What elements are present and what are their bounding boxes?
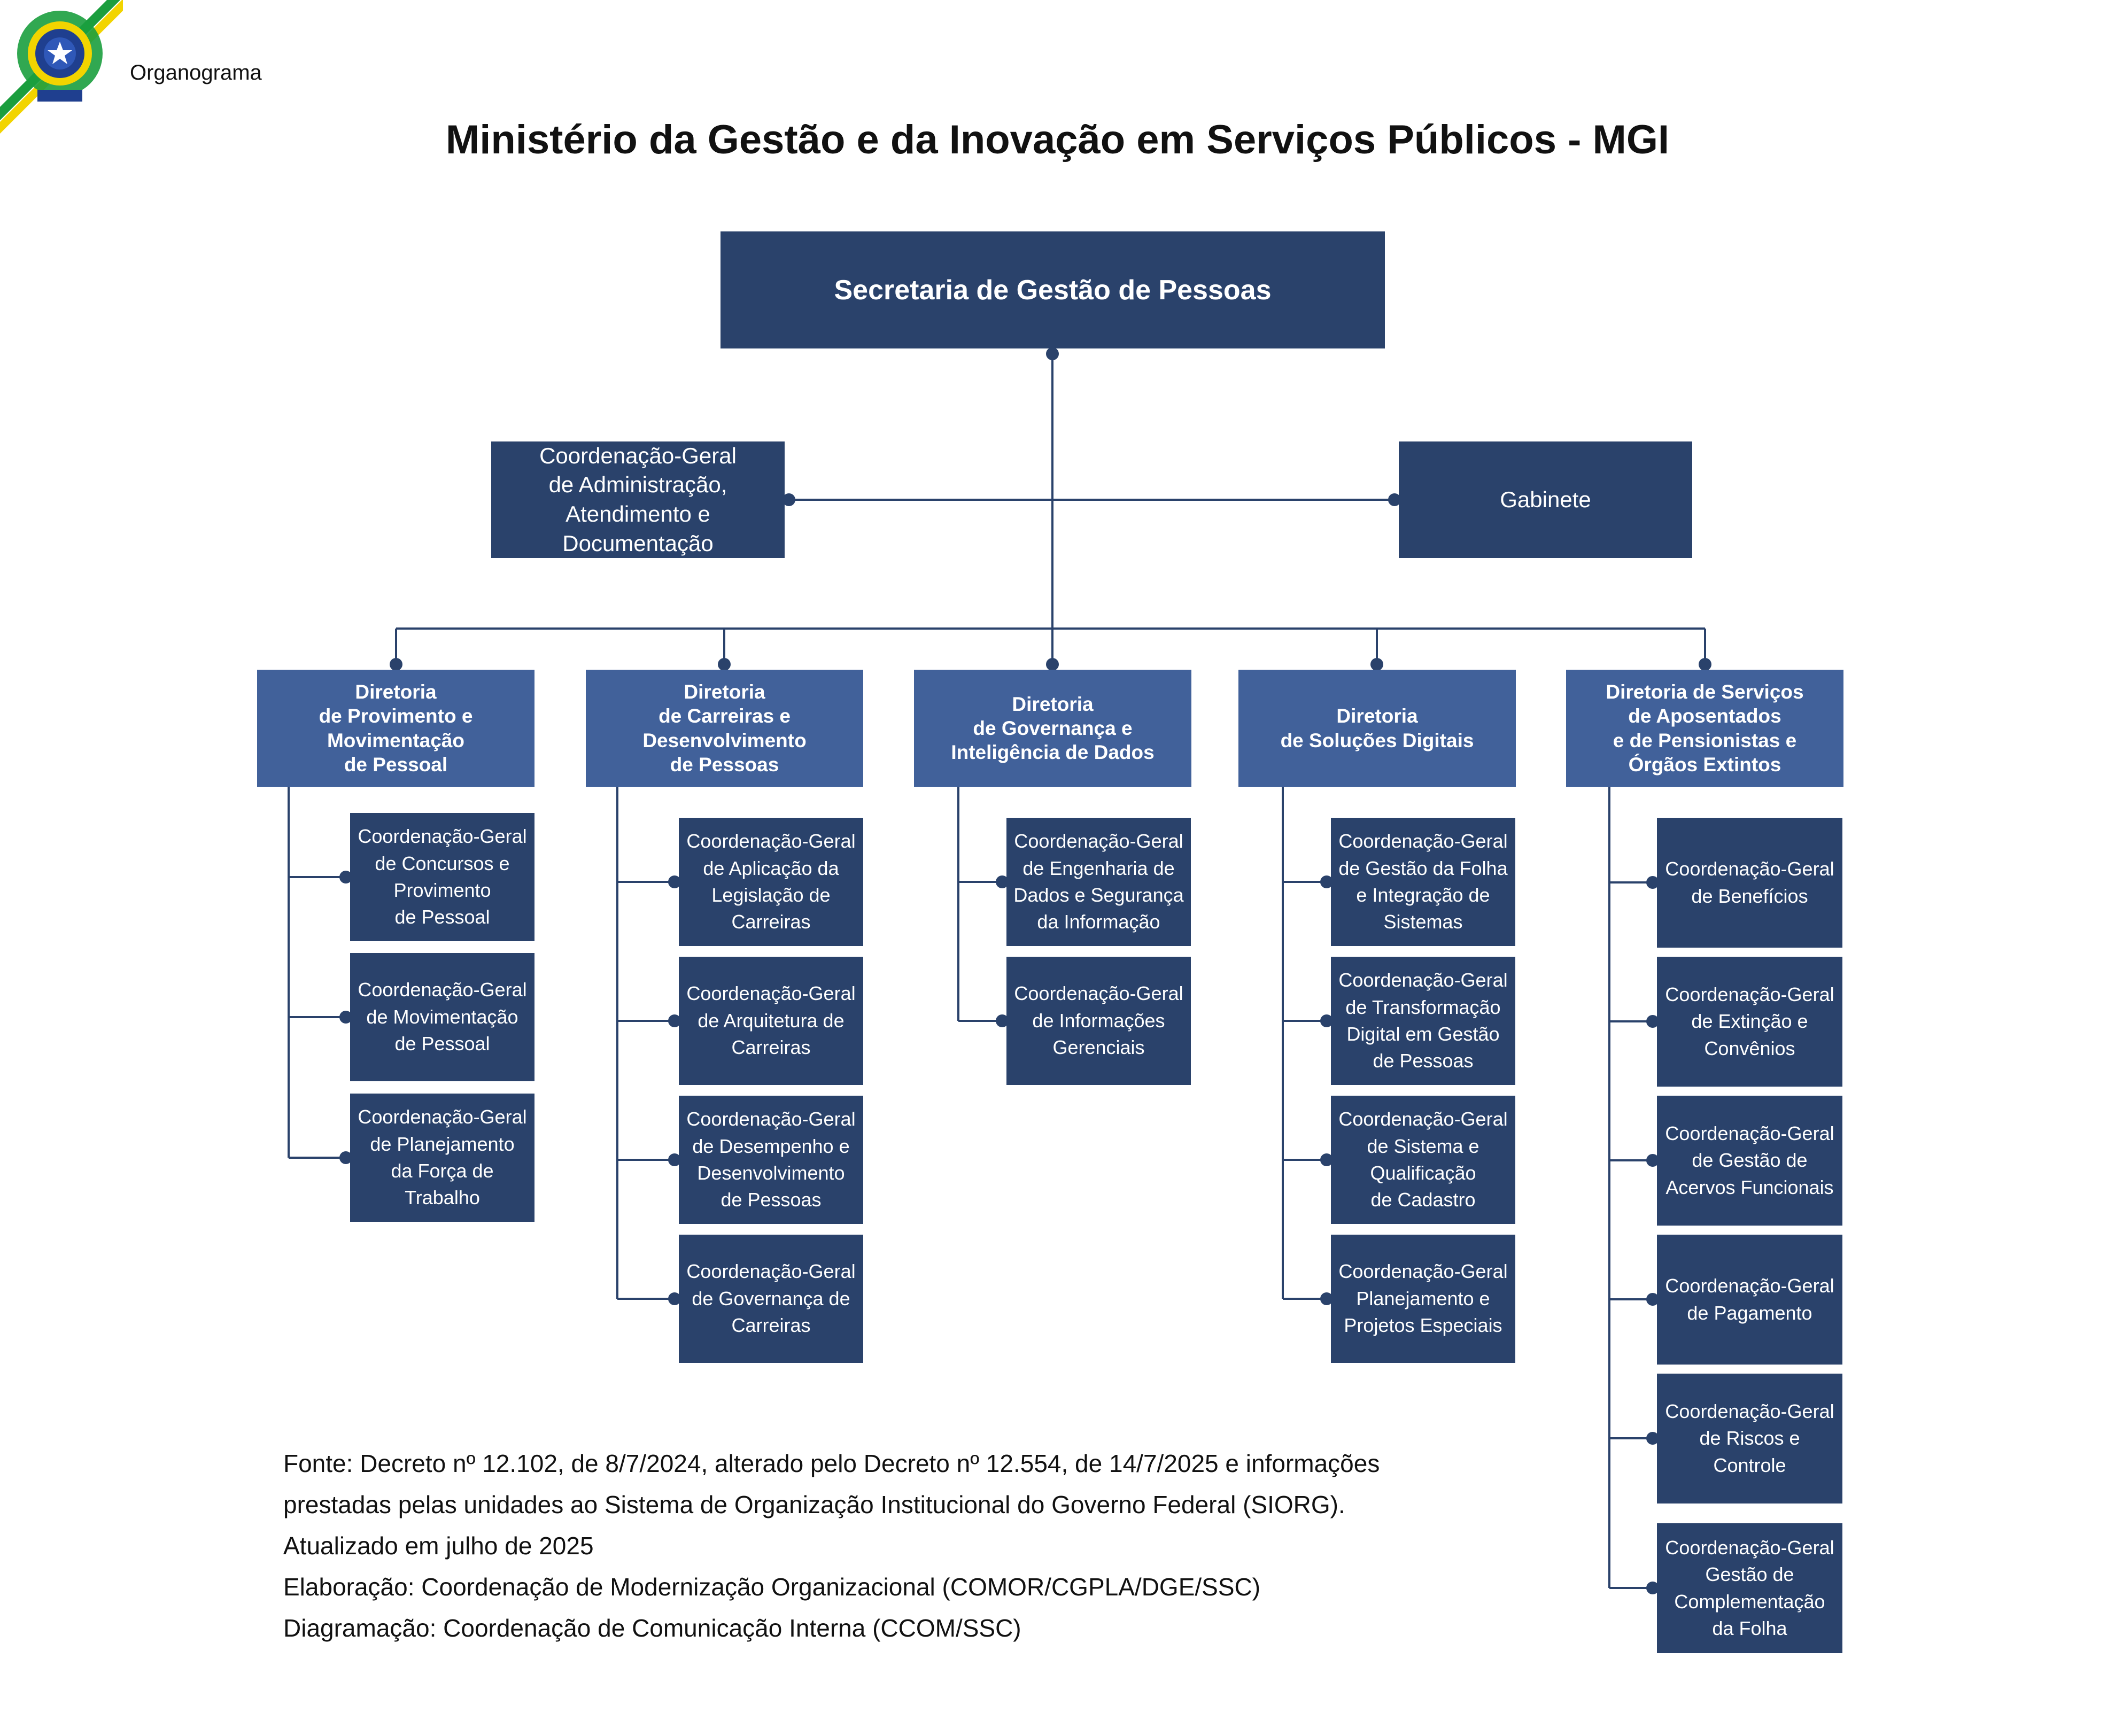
unit-cg-movimentacao-box: Coordenação-Geral de Movimentação de Pes… [350,953,534,1081]
connector-dot [668,1292,681,1305]
footer-source-line-1: Fonte: Decreto nº 12.102, de 8/7/2024, a… [283,1450,1380,1477]
connector-dot [1646,1015,1659,1028]
directorate-solucoes-digitais-box: Diretoria de Soluções Digitais [1238,670,1516,787]
page-title: Ministério da Gestão e da Inovação em Se… [445,117,1670,162]
unit-cg-engenharia-dados-box: Coordenação-Geral de Engenharia de Dados… [1006,818,1191,946]
connector-dot [1699,658,1711,671]
connector-dot [1388,493,1401,506]
connector-dot [668,875,681,888]
connector-dot [339,1011,352,1024]
connector-dot [1046,658,1059,671]
unit-cg-transformacao-digital-box: Coordenação-Geral de Transformação Digit… [1331,957,1515,1085]
directorate-aposentados-box: Diretoria de Serviços de Aposentados e d… [1566,670,1843,787]
connector-dot [1646,1432,1659,1445]
connector-dot [996,875,1009,888]
connector-dot [1320,1292,1333,1305]
connector-dot [339,1151,352,1164]
connector-dot [1370,658,1383,671]
connector-dot [1646,1293,1659,1306]
connector-dot [1646,1154,1659,1167]
unit-cg-projetos-especiais-box: Coordenação-Geral Planejamento e Projeto… [1331,1235,1515,1363]
unit-cg-desempenho-box: Coordenação-Geral de Desempenho e Desenv… [679,1096,863,1224]
unit-cg-aplicacao-legislacao-box: Coordenação-Geral de Aplicação da Legisl… [679,818,863,946]
advisory-cg-administracao-box: Coordenação-Geral de Administração, Aten… [491,441,785,558]
connector-dot [1320,1153,1333,1166]
connector-dot [390,658,402,671]
unit-cg-concursos-box: Coordenação-Geral de Concursos e Provime… [350,813,534,941]
advisory-gabinete-box: Gabinete [1399,441,1692,558]
footer-layout-by: Diagramação: Coordenação de Comunicação … [283,1614,1021,1642]
connector-dot [718,658,731,671]
unit-cg-gestao-folha-box: Coordenação-Geral de Gestão da Folha e I… [1331,818,1515,946]
unit-cg-governanca-carreiras-box: Coordenação-Geral de Governança de Carre… [679,1235,863,1363]
directorate-provimento-box: Diretoria de Provimento e Movimentação d… [257,670,534,787]
header-label: Organograma [130,61,262,84]
connector-dot [1046,347,1059,360]
unit-cg-beneficios-box: Coordenação-Geral de Benefícios [1657,818,1842,948]
connector-dot [1646,1582,1659,1594]
unit-cg-sistema-cadastro-box: Coordenação-Geral de Sistema e Qualifica… [1331,1096,1515,1224]
root-secretaria-box: Secretaria de Gestão de Pessoas [721,231,1385,348]
unit-cg-complementacao-folha-box: Coordenação-Geral Gestão de Complementaç… [1657,1523,1842,1653]
connector-dot [668,1153,681,1166]
unit-cg-acervos-funcionais-box: Coordenação-Geral de Gestão de Acervos F… [1657,1096,1842,1226]
unit-cg-informacoes-gerenciais-box: Coordenação-Geral de Informações Gerenci… [1006,957,1191,1085]
connector-dot [783,493,795,506]
footer-prepared-by: Elaboração: Coordenação de Modernização … [283,1573,1261,1601]
connector-dot [339,871,352,883]
footer-updated: Atualizado em julho de 2025 [283,1532,594,1560]
unit-cg-extincao-convenios-box: Coordenação-Geral de Extinção e Convênio… [1657,957,1842,1087]
footer-notes: Fonte: Decreto nº 12.102, de 8/7/2024, a… [283,1443,1380,1649]
unit-cg-arquitetura-carreiras-box: Coordenação-Geral de Arquitetura de Carr… [679,957,863,1085]
coat-of-arms-logo [0,0,123,134]
directorate-governanca-box: Diretoria de Governança e Inteligência d… [914,670,1191,787]
footer-source-line-2: prestadas pelas unidades ao Sistema de O… [283,1491,1345,1518]
connector-dot [996,1014,1009,1027]
directorate-carreiras-box: Diretoria de Carreiras e Desenvolvimento… [586,670,863,787]
connector-dot [1320,1014,1333,1027]
connector-dot [1320,875,1333,888]
unit-cg-pagamento-box: Coordenação-Geral de Pagamento [1657,1235,1842,1365]
unit-cg-riscos-controle-box: Coordenação-Geral de Riscos e Controle [1657,1374,1842,1503]
connector-dot [668,1014,681,1027]
unit-cg-planejamento-forca-box: Coordenação-Geral de Planejamento da For… [350,1094,534,1222]
connector-dot [1646,876,1659,889]
